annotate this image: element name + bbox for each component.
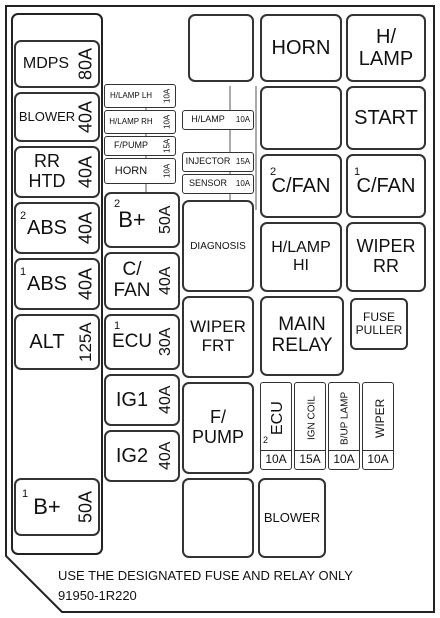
fuse-abs-1-label: ABS xyxy=(26,273,68,295)
fuse-ig1-amp: 40A xyxy=(157,385,174,415)
fuse-b-plus-2-label: B+ xyxy=(118,206,146,232)
mini-fuse-h-lamp-lh: H/LAMP LH 10A xyxy=(104,84,176,108)
fuse-c-fan-amp: 40A xyxy=(157,266,174,296)
mini-fuse-ign-coil: IGN COIL 15A xyxy=(294,382,326,470)
fuse-c-fan-label: C/ FAN xyxy=(113,259,151,301)
relay-c-fan-1: 1 C/FAN xyxy=(346,154,426,218)
relay-main: MAIN RELAY xyxy=(260,296,344,376)
relay-start: START xyxy=(346,86,426,150)
fuse-abs-2-label: ABS xyxy=(26,217,68,239)
relay-h-lamp: H/ LAMP xyxy=(346,14,426,82)
mini-fuse-h-lamp-rh-label: H/LAMP RH xyxy=(109,116,153,126)
mini-fuse-injector: INJECTOR 15A xyxy=(182,152,254,172)
fuse-abs-1-index: 1 xyxy=(20,266,27,278)
relay-blank-top xyxy=(188,14,254,82)
fuse-b-plus-2-index: 2 xyxy=(114,198,121,210)
relay-wiper-rr: WIPER RR xyxy=(346,222,426,292)
fuse-alt-amp: 125A xyxy=(76,322,95,362)
relay-c-fan-2-index: 2 xyxy=(270,166,277,178)
mini-fuse-wiper: WIPER 10A xyxy=(362,382,394,470)
mini-fuse-h-lamp-rh-amp: 10A xyxy=(162,114,172,130)
fuse-b-plus-1-label: B+ xyxy=(33,493,61,519)
fuse-rr-htd-label: RR HTD xyxy=(28,151,66,191)
mini-fuse-h-lamp-label: H/LAMP xyxy=(191,114,225,125)
fuse-alt: ALT 125A xyxy=(14,314,100,370)
mini-fuse-ecu-2-index: 2 xyxy=(263,435,269,445)
relay-c-fan-2-label: C/FAN xyxy=(271,175,331,197)
mini-fuse-sensor-label: SENSOR xyxy=(188,178,227,189)
mini-fuse-sensor-amp: 10A xyxy=(235,178,251,188)
mini-fuse-ecu-2: 2 ECU 10A xyxy=(260,382,292,470)
fuse-mdps-label: MDPS xyxy=(22,55,70,73)
fuse-b-plus-1-amp: 50A xyxy=(75,490,96,524)
fuse-b-plus-1-index: 1 xyxy=(22,488,29,500)
mini-fuse-b-up-lamp: B/UP LAMP 10A xyxy=(328,382,360,470)
mini-fuse-injector-amp: 15A xyxy=(235,156,251,166)
mini-fuse-h-lamp-rh: H/LAMP RH 10A xyxy=(104,110,176,134)
fuse-ig2-label: IG2 xyxy=(115,445,149,467)
fuse-puller: FUSE PULLER xyxy=(350,298,408,350)
fuse-b-plus-2-amp: 50A xyxy=(157,205,174,235)
relay-c-fan-1-label: C/FAN xyxy=(356,175,416,197)
mini-fuse-ign-coil-amp: 15A xyxy=(295,450,325,469)
fuse-ecu-1-amp: 30A xyxy=(157,327,174,357)
relay-horn: HORN xyxy=(260,14,342,82)
mini-fuse-ecu-2-label: ECU xyxy=(269,401,286,435)
mini-fuse-h-lamp-lh-amp: 10A xyxy=(162,88,172,104)
fuse-ecu-1-label: ECU xyxy=(111,330,153,352)
fuse-rr-htd-amp: 40A xyxy=(75,155,96,189)
fuse-b-plus-1: 1 B+ 50A xyxy=(14,478,100,536)
fuse-blower-amp: 40A xyxy=(75,100,96,134)
mini-fuse-sensor: SENSOR 10A xyxy=(182,174,254,194)
mini-fuse-f-pump-label: F/PUMP xyxy=(113,140,148,151)
fuse-abs-2-index: 2 xyxy=(20,210,27,222)
mini-fuse-ign-coil-label: IGN COIL xyxy=(306,396,318,440)
mini-fuse-injector-label: INJECTOR xyxy=(185,156,231,167)
relay-diagnosis: DIAGNOSIS xyxy=(182,200,254,292)
relay-blower: BLOWER xyxy=(258,478,326,558)
mini-fuse-horn-label: HORN xyxy=(114,164,148,177)
fuse-abs-1-amp: 40A xyxy=(75,267,96,301)
fuse-abs-2: 2 ABS 40A xyxy=(14,202,100,254)
fuse-mdps: MDPS 80A xyxy=(14,40,100,88)
mini-fuse-h-lamp: H/LAMP 10A xyxy=(182,110,254,130)
part-number: 91950-1R220 xyxy=(58,588,137,603)
fuse-ig1-label: IG1 xyxy=(115,389,149,411)
mini-fuse-b-up-lamp-amp: 10A xyxy=(329,450,359,469)
mini-fuse-horn: HORN 10A xyxy=(104,158,176,184)
relay-blank-mid xyxy=(260,86,342,150)
fuse-rr-htd: RR HTD 40A xyxy=(14,146,100,198)
mini-fuse-wiper-amp: 10A xyxy=(363,450,393,469)
fuse-ecu-1-index: 1 xyxy=(114,320,121,332)
mini-fuse-f-pump-amp: 15A xyxy=(162,138,172,154)
fuse-alt-label: ALT xyxy=(29,331,65,353)
fuse-blower: BLOWER 40A xyxy=(14,92,100,142)
relay-c-fan-2: 2 C/FAN xyxy=(260,154,342,218)
fuse-ecu-1: 1 ECU 30A xyxy=(104,314,180,370)
relay-h-lamp-hi: H/LAMP HI xyxy=(260,222,342,292)
mini-fuse-horn-amp: 10A xyxy=(162,163,172,179)
mini-fuse-h-lamp-lh-label: H/LAMP LH xyxy=(109,90,153,100)
fuse-ig2-amp: 40A xyxy=(157,441,174,471)
fuse-mdps-amp: 80A xyxy=(75,47,96,81)
mini-fuse-wiper-label: WIPER xyxy=(373,398,387,438)
fuse-abs-2-amp: 40A xyxy=(75,211,96,245)
relay-f-pump: F/ PUMP xyxy=(182,382,254,474)
relay-wiper-frt: WIPER FRT xyxy=(182,296,254,378)
footer-notice: USE THE DESIGNATED FUSE AND RELAY ONLY xyxy=(58,568,353,583)
relay-blank-bottom xyxy=(182,478,254,558)
fuse-ig2: IG2 40A xyxy=(104,430,180,482)
fuse-ig1: IG1 40A xyxy=(104,374,180,426)
mini-fuse-ecu-2-amp: 10A xyxy=(261,450,291,469)
mini-fuse-h-lamp-amp: 10A xyxy=(235,114,251,124)
fuse-blower-label: BLOWER xyxy=(18,108,76,124)
fuse-b-plus-2: 2 B+ 50A xyxy=(104,192,180,248)
relay-c-fan-1-index: 1 xyxy=(354,166,361,178)
mini-fuse-f-pump: F/PUMP 15A xyxy=(104,136,176,156)
fuse-c-fan: C/ FAN 40A xyxy=(104,252,180,310)
mini-fuse-b-up-lamp-label: B/UP LAMP xyxy=(339,391,351,445)
fuse-abs-1: 1 ABS 40A xyxy=(14,258,100,310)
